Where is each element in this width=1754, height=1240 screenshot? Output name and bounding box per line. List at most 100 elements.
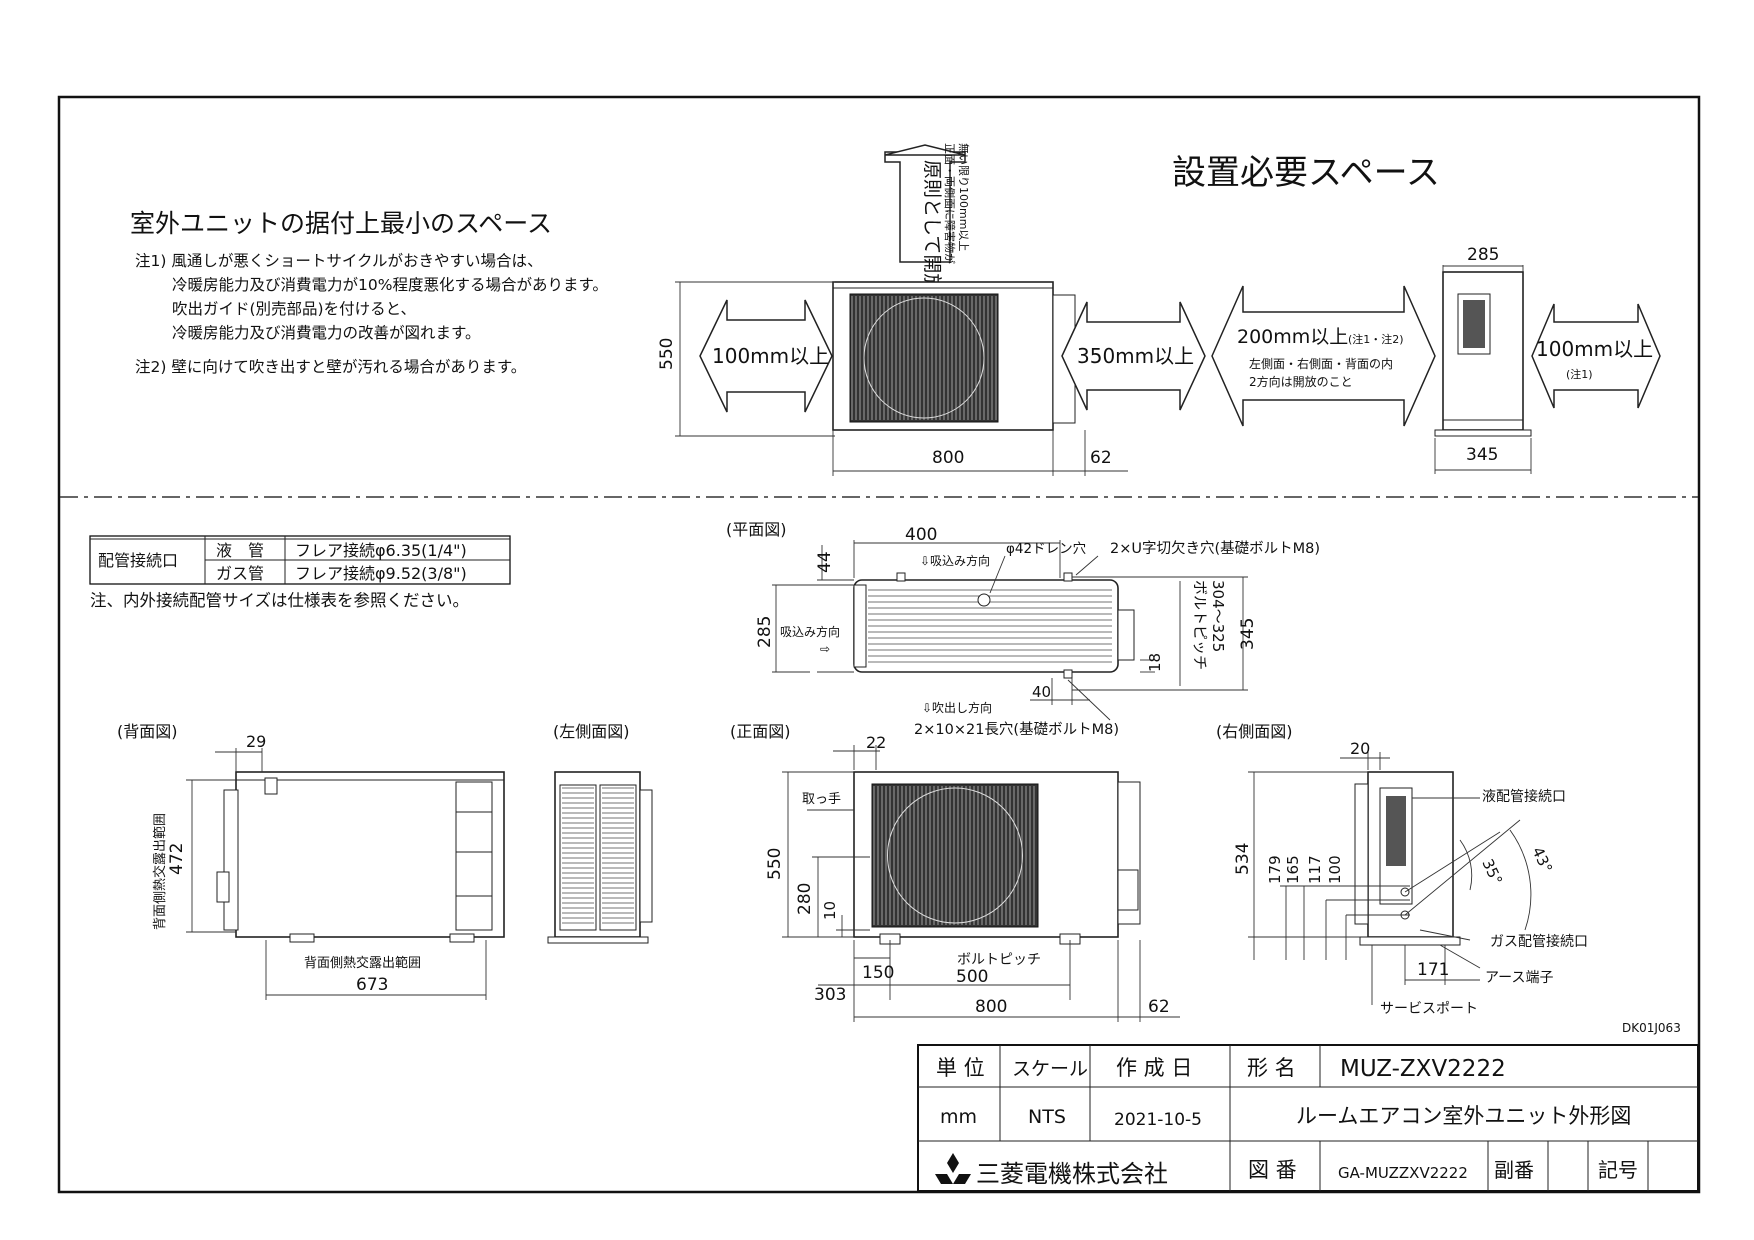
front-dim-22: 22: [866, 733, 886, 752]
back-dim-29: 29: [246, 732, 266, 751]
doc-code: DK01J063: [1622, 1021, 1681, 1035]
space-front-unit: [832, 281, 1076, 431]
plan-bolt-pitch-value: 304～325: [1209, 580, 1227, 652]
space-title: 設置必要スペース: [1172, 153, 1440, 193]
min-space-title: 室外ユニットの据付上最小のスペース: [130, 209, 552, 238]
right-service-port-label: サービスポート: [1380, 1001, 1478, 1017]
pipe-table-note: 注、内外接続配管サイズは仕様表を参照ください。: [90, 591, 469, 610]
right-dimensions: [1248, 752, 1532, 1005]
top-arrow-main: 原則として開放: [921, 160, 943, 292]
tb-sub-no-label: 副番: [1494, 1158, 1534, 1182]
plan-ucut-label: 2×U字切欠き穴(基礎ボルトM8): [1110, 540, 1320, 557]
space-dimensions: [675, 265, 1532, 476]
pipe-table-header: 配管接続口: [98, 551, 178, 570]
tb-model: MUZ-ZXV2222: [1340, 1056, 1506, 1082]
tb-mark-label: 記号: [1598, 1158, 1638, 1182]
left-view-label: (左側面図): [553, 722, 630, 741]
front-dim-500: 500: [956, 967, 988, 987]
note-1d: 冷暖房能力及び消費電力の改善が図れます。: [172, 324, 480, 342]
right-dim-117: 117: [1306, 855, 1324, 884]
left-clearance-label: 100mm以上: [712, 344, 829, 368]
tb-unit: mm: [940, 1106, 977, 1128]
right-clearance-label: 350mm以上: [1077, 344, 1194, 368]
plan-dim-285: 285: [755, 616, 775, 648]
drawing-frame: [57, 95, 1701, 1194]
back-dim-472: 472: [167, 843, 187, 875]
pipe-liquid-type: 液 管: [216, 541, 264, 560]
pipe-gas-spec: フレア接続φ9.52(3/8"): [295, 564, 467, 583]
plan-dim-345: 345: [1238, 618, 1258, 650]
right-earth-label: アース端子: [1485, 970, 1553, 986]
plan-intake-arrow: ⇨: [820, 642, 830, 656]
plan-long-hole-label: 2×10×21長穴(基礎ボルトM8): [914, 721, 1119, 738]
top-arrow-sub1: 正面・両側面に障害物が: [943, 143, 957, 264]
space-notes: 注1) 風通しが悪くショートサイクルがおきやすい場合は、 冷暖房能力及び消費電力…: [135, 252, 608, 376]
rear-clearance-note: (注1・注2): [1348, 332, 1404, 346]
plan-bolt-pitch-label: ボルトピッチ: [1191, 580, 1209, 670]
plan-view-label: (平面図): [726, 520, 787, 539]
note-2: 注2) 壁に向けて吹き出すと壁が汚れる場合があります。: [135, 358, 526, 376]
plan-dim-40: 40: [1032, 683, 1051, 701]
back-dimensions: [186, 748, 487, 1000]
right-dim-100: 100: [1326, 855, 1344, 884]
right-side-view: [1354, 771, 1461, 946]
space-dim-62: 62: [1090, 448, 1112, 468]
tb-scale-label: スケール: [1012, 1058, 1088, 1080]
tb-drawing-no-label: 図 番: [1248, 1158, 1297, 1182]
back-view-label: (背面図): [117, 722, 178, 741]
top-arrow-head: [884, 144, 966, 156]
left-side-view: [547, 771, 653, 944]
back-dim-673: 673: [356, 975, 388, 995]
front-view-label: (正面図): [730, 722, 791, 741]
front-dim-303: 303: [814, 985, 846, 1005]
tb-date-label: 作 成 日: [1116, 1056, 1192, 1080]
tb-scale: NTS: [1028, 1106, 1066, 1128]
front-dim-150: 150: [862, 963, 894, 983]
rear-desc-2: 2方向は開放のこと: [1249, 374, 1353, 389]
note-1b: 冷暖房能力及び消費電力が10%程度悪化する場合があります。: [172, 276, 608, 294]
rear-clearance-label: 200mm以上: [1237, 326, 1348, 348]
rear-desc-1: 左側面・右側面・背面の内: [1249, 356, 1393, 371]
front-dim-800: 800: [975, 997, 1007, 1017]
right-dim-171: 171: [1417, 960, 1449, 980]
note-1: 注1) 風通しが悪くショートサイクルがおきやすい場合は、: [135, 252, 543, 270]
plan-intake-top: ⇩吸込み方向: [920, 553, 990, 568]
plan-view: [853, 572, 1135, 679]
side-clearance-note: (注1): [1566, 367, 1593, 381]
right-angle-43: 43°: [1528, 844, 1556, 876]
plan-dim-400: 400: [905, 525, 937, 545]
note-1c: 吹出ガイド(別売部品)を付けると、: [172, 300, 416, 318]
plan-drain-label: φ42ドレン穴: [1006, 541, 1086, 557]
right-clearance-arrow: [1061, 301, 1206, 411]
tb-model-label: 形 名: [1247, 1056, 1296, 1080]
tb-date: 2021-10-5: [1114, 1110, 1202, 1130]
right-angle-35: 35°: [1478, 856, 1506, 888]
rear-clearance-arrow: [1211, 285, 1436, 427]
space-dim-285: 285: [1467, 245, 1499, 265]
back-range-vertical: 背面側熱交露出範囲: [152, 813, 168, 930]
right-dim-179: 179: [1266, 855, 1284, 884]
right-dim-165: 165: [1284, 855, 1302, 884]
right-liquid-port-label: 液配管接続口: [1482, 788, 1566, 805]
pipe-table: [89, 535, 511, 585]
front-dimensions: [782, 745, 1180, 1022]
plan-dim-18: 18: [1146, 653, 1164, 672]
pipe-liquid-spec: フレア接続φ6.35(1/4"): [295, 541, 467, 560]
front-handle-label: 取っ手: [802, 792, 841, 807]
space-dim-800: 800: [932, 448, 964, 468]
back-range-horizontal: 背面側熱交露出範囲: [304, 955, 421, 971]
front-dim-62: 62: [1148, 997, 1170, 1017]
plan-dimensions: [772, 540, 1248, 721]
front-view: [853, 771, 1141, 945]
space-side-unit: [1434, 271, 1532, 437]
right-dim-20: 20: [1350, 739, 1370, 758]
top-arrow-sub2: 無い限り100mm以上: [957, 143, 971, 251]
right-gas-port-label: ガス配管接続口: [1490, 933, 1588, 950]
tb-company: 三菱電機株式会社: [976, 1160, 1168, 1188]
plan-intake-left: 吸込み方向: [780, 624, 840, 639]
pipe-gas-type: ガス管: [216, 564, 264, 583]
tb-title: ルームエアコン室外ユニット外形図: [1296, 1104, 1631, 1128]
front-bolt-pitch-label: ボルトピッチ: [957, 952, 1041, 968]
space-dim-550: 550: [657, 338, 677, 370]
